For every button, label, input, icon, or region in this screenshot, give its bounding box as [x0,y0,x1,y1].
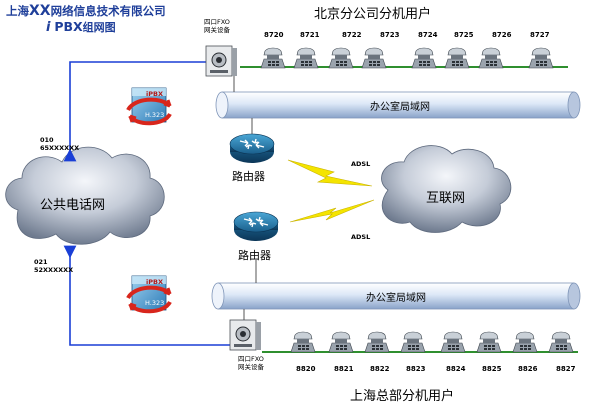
bottom-h323-label: H.323 [145,299,165,307]
phone-icon [328,331,354,353]
subtitle-prefix: i [46,20,51,35]
bottom-router-icon [233,211,279,242]
pstn-bottom-trunk [63,245,232,346]
subtitle-suffix: 组网图 [82,21,116,34]
top-adsl-label: ADSL [351,160,371,168]
top-h323-label: H.323 [145,111,165,119]
phone-icon [444,47,470,69]
internet-cloud [381,145,512,233]
extension-label: 8827 [556,365,576,373]
extension-label: 8824 [446,365,466,373]
bottom-phones [290,331,574,353]
extension-label: 8826 [518,365,538,373]
bottom-adsl-label: ADSL [351,233,371,241]
phone-icon [512,331,538,353]
extension-label: 8721 [300,31,320,39]
phone-icon [260,47,286,69]
extension-label: 8822 [370,365,390,373]
bottom-ipbx-badge: iPBX [146,278,163,286]
company-title: 上海XX网络信息技术有限公司 [6,3,166,19]
internet-label: 互联网 [426,191,466,206]
phone-icon [364,331,390,353]
top-lan-label: 办公室局域网 [370,102,430,113]
trunk-number: 65XXXXXX [40,144,80,152]
adsl-top-lightning-icon [287,159,373,187]
top-router-icon [229,133,275,164]
extension-label: 8820 [296,365,316,373]
pstn-top-trunk [63,61,220,162]
pstn-cloud [5,146,165,245]
extension-label: 8727 [530,31,550,39]
phone-icon [293,47,319,69]
extension-label: 8723 [380,31,400,39]
adsl-bottom-lightning-icon [289,199,375,223]
top-lan-tube [215,91,581,119]
fxo-line2: 网关设备 [238,363,264,371]
phone-icon [548,331,574,353]
bottom-lan-label: 办公室局域网 [366,293,426,304]
fxo-line2: 网关设备 [204,26,230,34]
phone-icon [290,331,316,353]
extension-label: 8823 [406,365,426,373]
phone-icon [528,47,554,69]
trunk-code: 010 [40,136,54,144]
extension-label: 8821 [334,365,354,373]
company-bold: XX [29,3,51,19]
trunk-code: 021 [34,258,48,266]
phone-icon [400,331,426,353]
extension-label: 8725 [454,31,474,39]
phone-icon [440,331,466,353]
phone-icon [476,331,502,353]
extension-label: 8724 [418,31,438,39]
top-fxo-gateway-icon [205,45,238,77]
subtitle-bold: PBX [54,19,83,34]
fxo-line1: 四口FXO [238,355,264,363]
top-group-title: 北京分公司分机用户 [314,7,432,22]
phone-icon [411,47,437,69]
company-prefix: 上海 [6,4,29,18]
fxo-line1: 四口FXO [204,18,230,26]
pstn-label: 公共电话网 [40,198,106,213]
extension-label: 8722 [342,31,362,39]
top-phones [260,47,554,69]
bottom-lan-tube [211,282,581,310]
company-suffix: 网络信息技术有限公司 [50,4,166,18]
bottom-router-label: 路由器 [238,249,271,262]
diagram-subtitle: i PBX组网图 [46,19,116,35]
phone-icon [361,47,387,69]
extension-label: 8720 [264,31,284,39]
top-router-label: 路由器 [232,170,265,183]
extension-label: 8726 [492,31,512,39]
extension-label: 8825 [482,365,502,373]
bottom-group-title: 上海总部分机用户 [350,389,455,404]
bottom-fxo-gateway-icon [229,319,262,351]
phone-icon [478,47,504,69]
phone-icon [328,47,354,69]
top-ipbx-badge: iPBX [146,90,163,98]
trunk-number: 52XXXXXX [34,266,74,274]
